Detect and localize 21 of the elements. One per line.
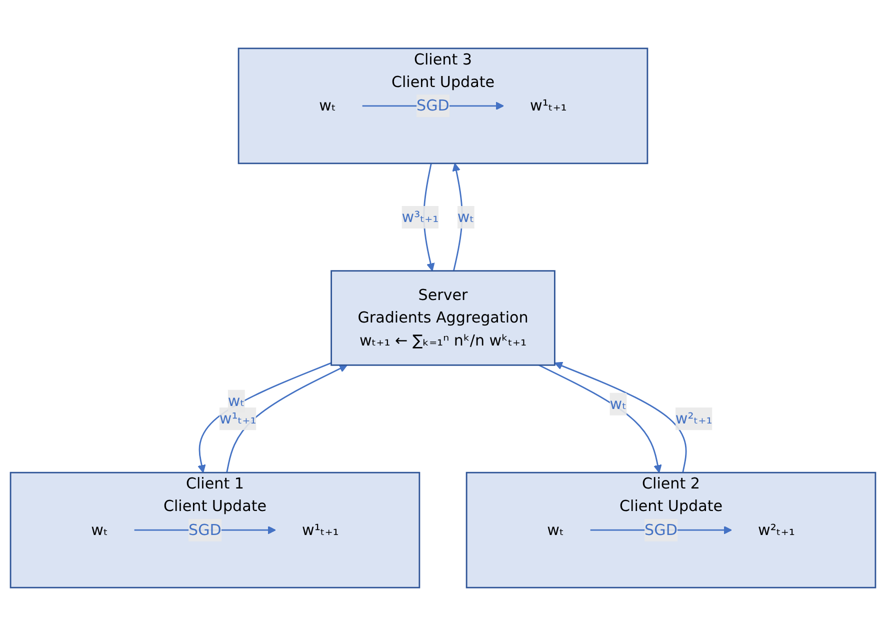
edge-label: SGD [644, 520, 678, 539]
edge-label: wₜ [457, 208, 474, 226]
node-text: wₜ [91, 520, 108, 539]
node-text: w²ₜ₊₁ [758, 520, 795, 539]
node-box: Server Gradients Aggregation wₜ₊₁ ← ∑ₖ₌₁ⁿ nᵏ/n wᵏₜ₊₁ [330, 270, 556, 366]
arrow [538, 364, 662, 473]
node-text: wₜ [547, 520, 564, 539]
node-text: w¹ₜ₊₁ [302, 520, 339, 539]
arrow [452, 163, 463, 272]
node-text: w¹ₜ₊₁ [530, 96, 567, 114]
edge-label: w²ₜ₊₁ [675, 409, 712, 428]
arrow [554, 362, 687, 473]
edge-label: w¹ₜ₊₁ [219, 409, 256, 428]
edge-label: wₜ [610, 394, 627, 413]
edge-label: wₜ [228, 392, 245, 410]
arrow [226, 364, 348, 473]
node-text: wₜ [319, 96, 336, 114]
edge-label: w³ₜ₊₁ [402, 208, 439, 226]
edge-label: SGD [416, 96, 450, 114]
edge-label: SGD [188, 520, 222, 539]
arrow [198, 362, 332, 473]
